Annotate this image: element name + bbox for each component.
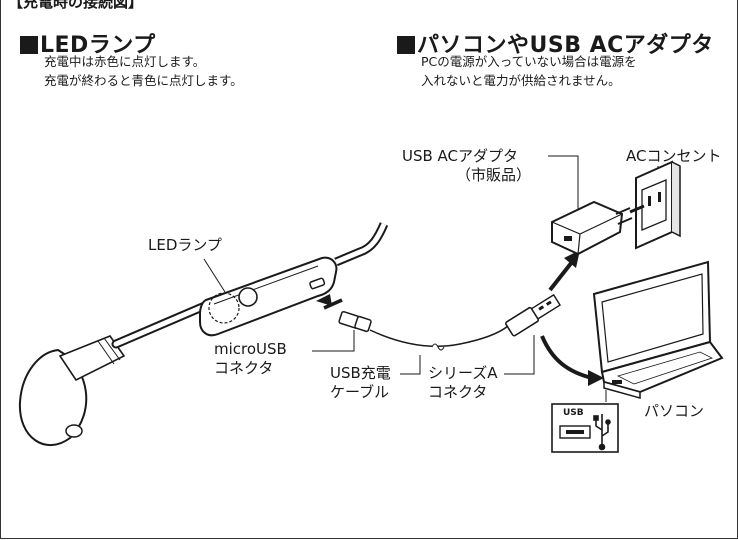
ac-adapter-body bbox=[551, 200, 624, 256]
series-a-label-2: コネクタ bbox=[428, 383, 488, 401]
led-section-desc: 充電中は赤色に点灯します。 充電が終わると青色に点灯します。 bbox=[44, 52, 243, 90]
earbud-tip bbox=[18, 348, 88, 446]
square-bullet-icon bbox=[20, 36, 38, 54]
usb-cable-leader-line bbox=[400, 355, 421, 375]
led-lamp-indicator bbox=[208, 292, 240, 324]
micro-usb-label-2: コネクタ bbox=[214, 359, 274, 377]
earbud-nozzle bbox=[65, 424, 83, 438]
leader-lines bbox=[203, 155, 659, 402]
micro-usb-label: microUSB bbox=[214, 340, 287, 358]
ac-adapter-leader-line bbox=[548, 155, 579, 210]
arrow-to-pc bbox=[540, 335, 593, 380]
control-unit-body bbox=[199, 256, 338, 337]
header-title: 【充電時の接続図】 bbox=[8, 0, 144, 11]
arrow-to-ac-adapter bbox=[548, 260, 574, 292]
usb-port-text: USB bbox=[563, 408, 584, 418]
series-a-leader-line bbox=[504, 335, 535, 375]
ac-adapter-label-2: （市販品） bbox=[456, 166, 532, 184]
led-desc-line-2: 充電が終わると青色に点灯します。 bbox=[44, 73, 243, 88]
pc-section-title-text: パソコンやUSB ACアダプタ bbox=[417, 33, 714, 58]
usb-port-icon bbox=[551, 403, 619, 453]
usb-trident-icon bbox=[593, 414, 611, 451]
control-button bbox=[238, 287, 258, 307]
pc-desc-line-1: PCの電源が入っていない場合は電源を bbox=[421, 54, 637, 69]
pc-section-desc: PCの電源が入っていない場合は電源を 入れないと電力が供給されません。 bbox=[421, 52, 637, 90]
laptop-pc bbox=[592, 260, 724, 399]
pc-desc-line-2: 入れないと電力が供給されません。 bbox=[421, 73, 621, 88]
led-section-title-text: LEDランプ bbox=[40, 33, 156, 58]
usb-charging-cable bbox=[338, 293, 561, 351]
earbud bbox=[18, 335, 126, 446]
ac-outlet-label: ACコンセント bbox=[626, 147, 722, 165]
usb-cable-label: USB充電 bbox=[330, 364, 391, 382]
ac-outlet bbox=[629, 160, 681, 250]
header-strip: 【充電時の接続図】 bbox=[0, 0, 738, 12]
micro-usb-leader-line bbox=[312, 330, 355, 352]
pc-section-title: パソコンやUSB ACアダプタ bbox=[397, 27, 714, 59]
micro-usb-port bbox=[309, 277, 326, 290]
earbud-stem bbox=[58, 335, 126, 382]
arrow-to-micro-usb bbox=[323, 298, 343, 310]
led-section-title: LEDランプ bbox=[20, 27, 156, 59]
cable-wire bbox=[369, 325, 509, 348]
led-lamp-label: LEDランプ bbox=[148, 236, 222, 254]
square-bullet-icon bbox=[397, 36, 415, 54]
led-desc-line-1: 充電中は赤色に点灯します。 bbox=[44, 54, 206, 69]
series-a-label: シリーズA bbox=[428, 364, 498, 382]
pc-label: パソコン bbox=[644, 402, 705, 420]
ac-adapter bbox=[551, 200, 633, 256]
led-lamp-leader-line bbox=[203, 258, 226, 293]
ac-adapter-label: USB ACアダプタ bbox=[402, 147, 519, 165]
usb-cable-label-2: ケーブル bbox=[330, 383, 390, 401]
control-unit bbox=[199, 256, 338, 337]
series-a-connector bbox=[505, 293, 561, 337]
